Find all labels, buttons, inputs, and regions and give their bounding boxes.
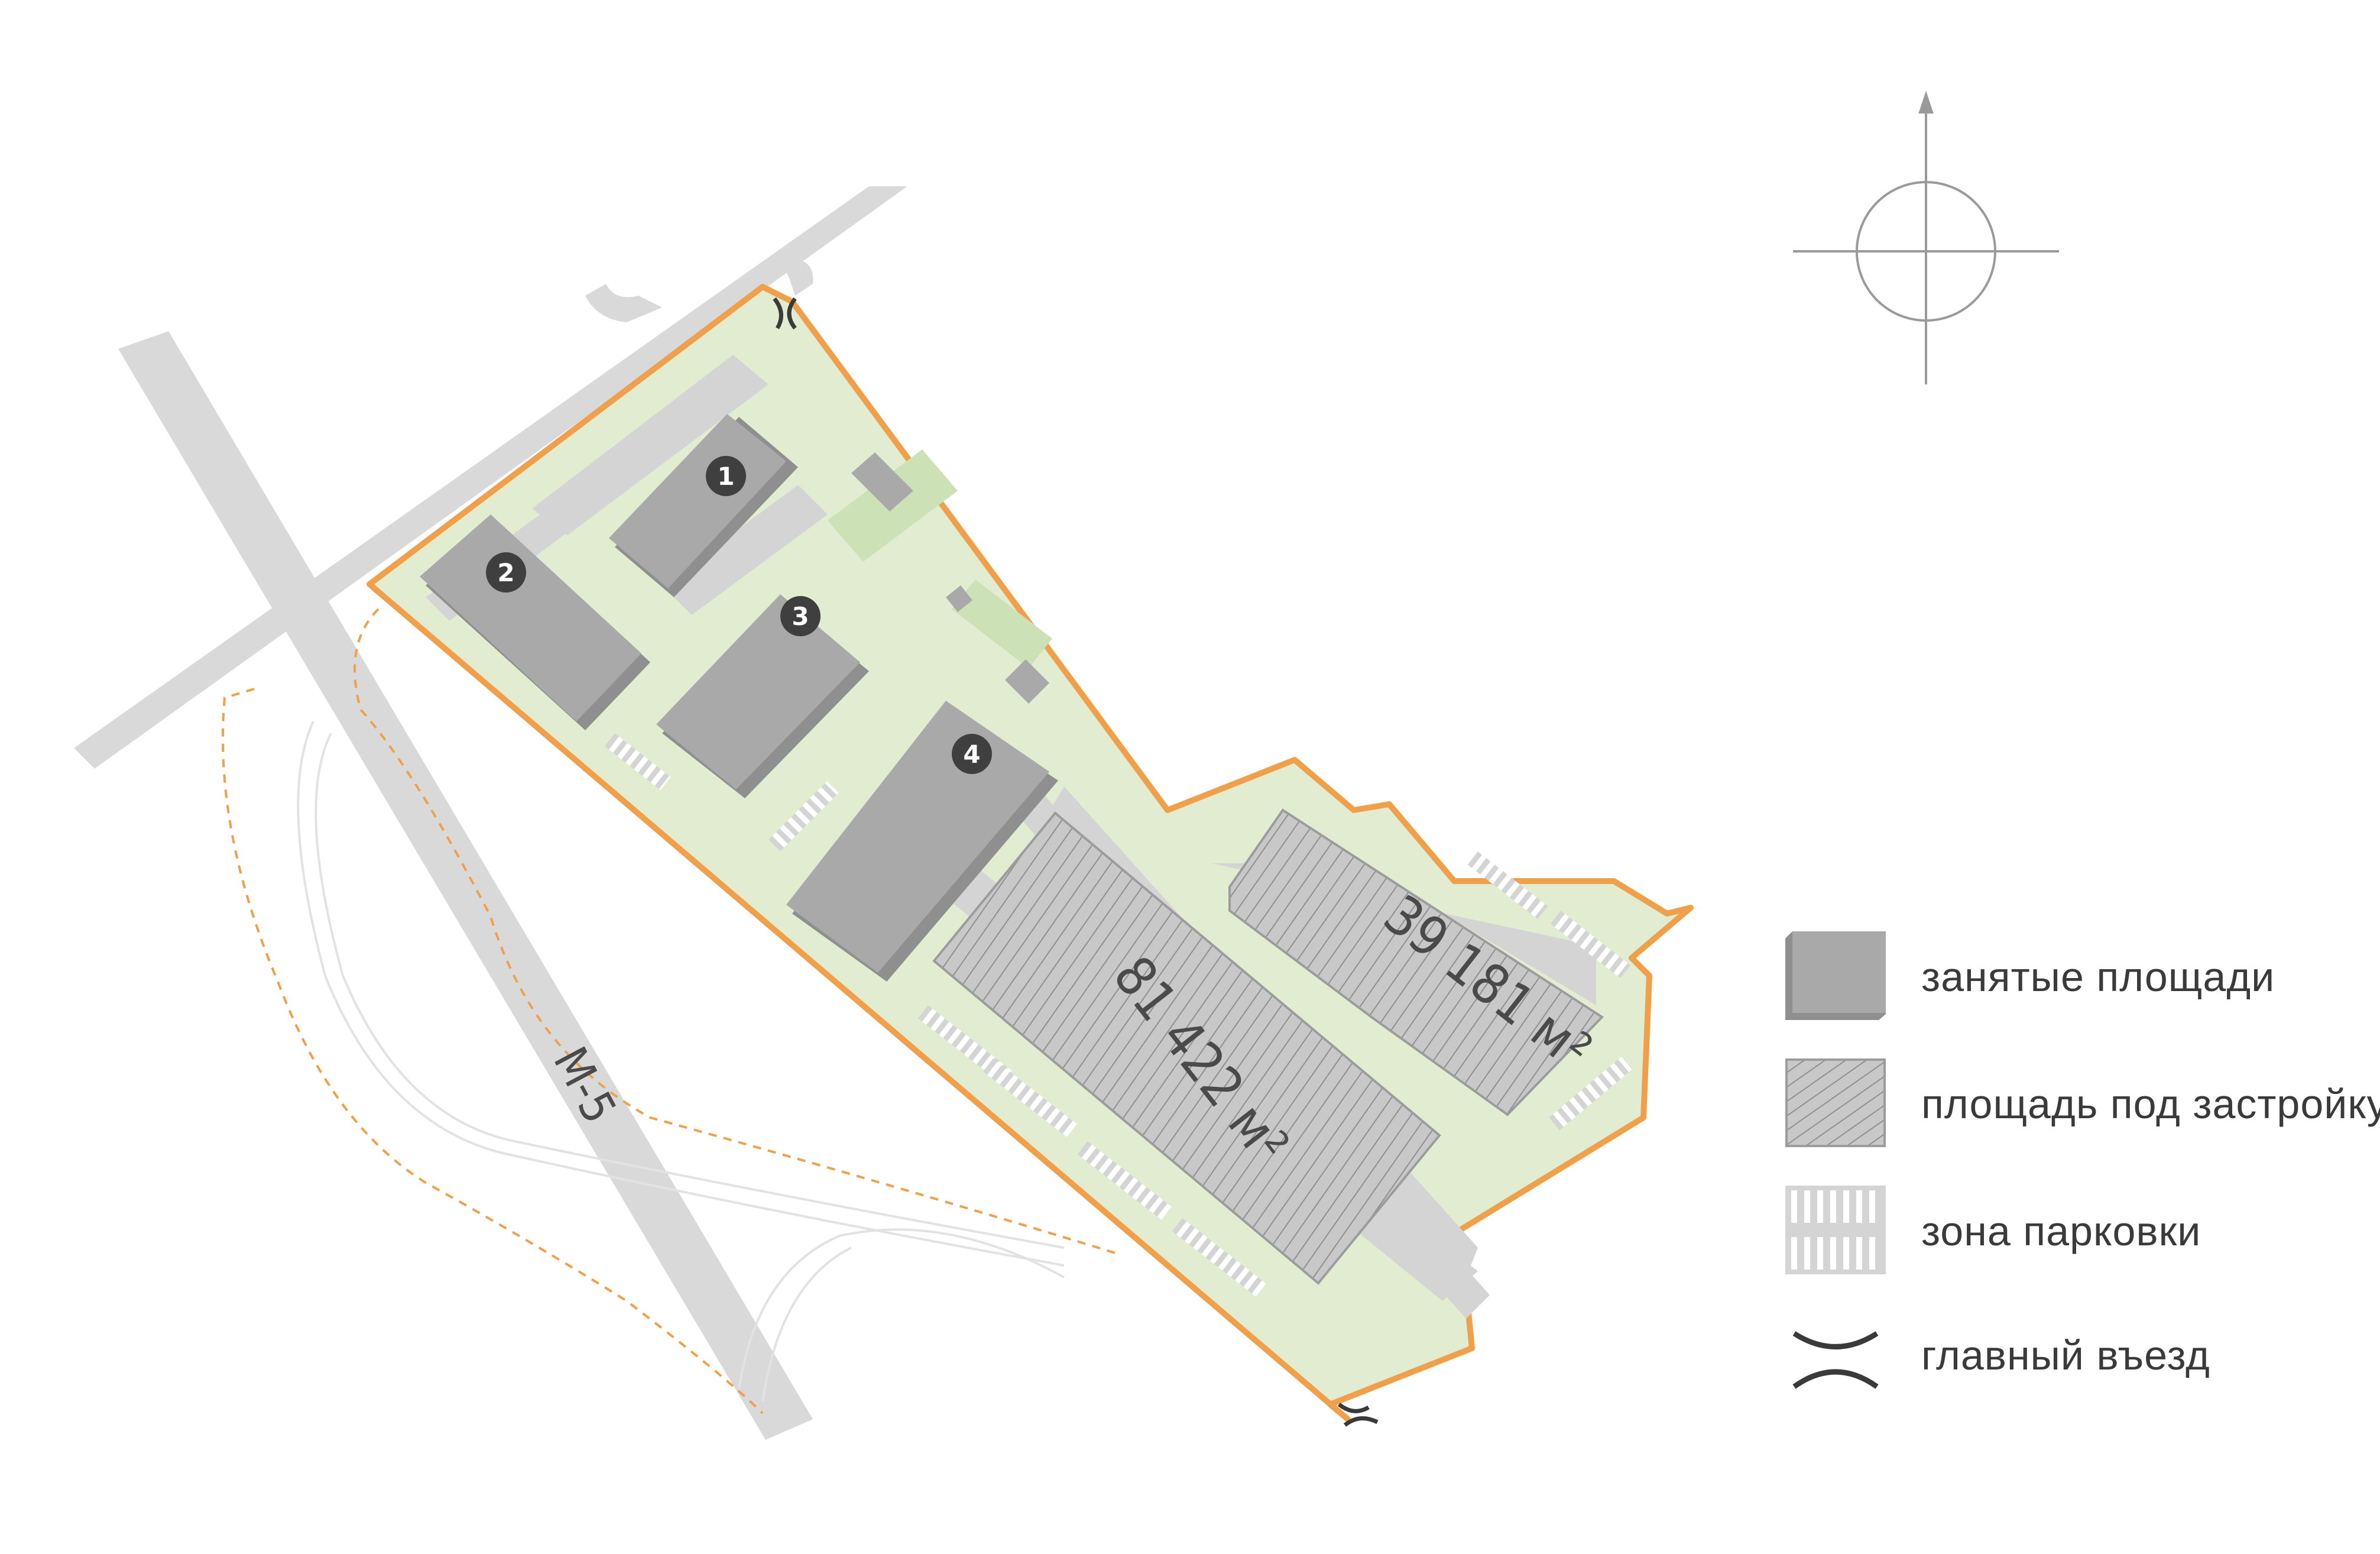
legend-label-parking: зона парковки <box>1921 1208 2201 1254</box>
legend-label-entrance: главный въезд <box>1921 1332 2210 1378</box>
service-roads <box>297 721 1065 1402</box>
building-3[interactable] <box>656 594 869 798</box>
building-1[interactable] <box>609 414 798 597</box>
legend-item-construction: площадь под застройку <box>1785 1056 2380 1150</box>
hatched-swatch <box>1785 1058 1886 1147</box>
planned-boundary <box>221 608 1118 1414</box>
plot-small[interactable] <box>1228 808 1604 1116</box>
building-1-number: 1 <box>717 462 734 491</box>
main-entrance-south <box>1337 1403 1379 1427</box>
plot-large[interactable] <box>932 811 1441 1285</box>
construction-plots <box>932 808 1604 1285</box>
legend-item-occupied: занятые площади <box>1785 928 2274 1023</box>
building-2[interactable] <box>420 514 650 730</box>
building-4-number: 4 <box>963 740 980 769</box>
occupied-buildings <box>420 414 1058 982</box>
legend-label-construction: площадь под застройку <box>1921 1081 2380 1127</box>
legend-item-entrance: главный въезд <box>1785 1307 2210 1401</box>
compass-icon <box>1793 90 2059 384</box>
parking-swatch <box>1785 1186 1886 1274</box>
small-structures <box>851 452 1049 704</box>
main-entrance-icon <box>1792 1331 1879 1389</box>
main-entrance-north <box>773 297 797 330</box>
parking-zones <box>604 733 1632 1297</box>
building-3-number: 3 <box>792 602 809 631</box>
legend-label-occupied: занятые площади <box>1921 954 2275 1000</box>
building-2-number: 2 <box>497 558 514 587</box>
occupied-swatch <box>1785 931 1886 1020</box>
legend-item-parking: зона парковки <box>1785 1183 2200 1277</box>
building-markers: 1 2 3 4 <box>486 456 992 774</box>
